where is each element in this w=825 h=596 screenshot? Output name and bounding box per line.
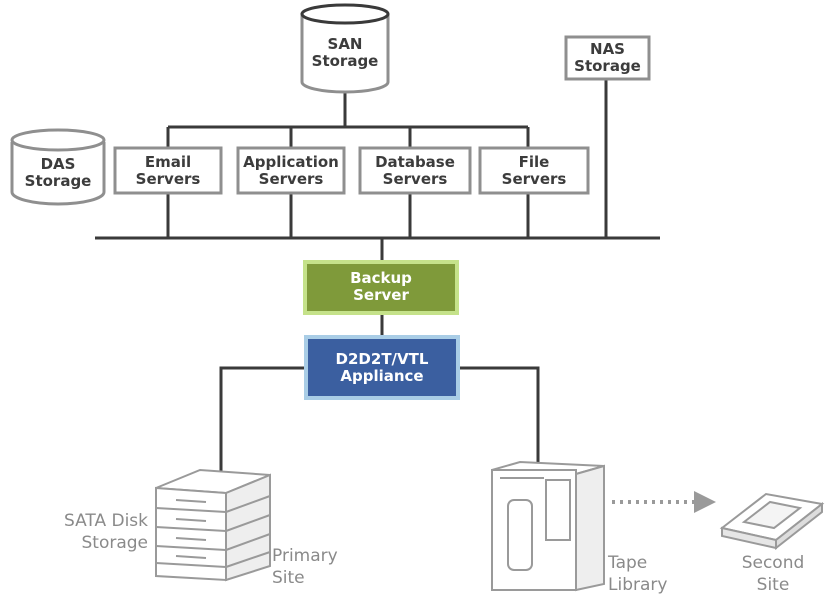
second-site-label: Second Site <box>728 552 818 596</box>
backup-line1: Backup <box>350 269 412 287</box>
database-servers-box <box>358 146 472 195</box>
appliance-line2: Appliance <box>340 367 424 385</box>
appliance-label: D2D2T/VTL Appliance <box>306 351 458 385</box>
sata-line1: SATA Disk <box>63 511 148 531</box>
file-line1: File <box>518 153 550 171</box>
file-servers-box <box>478 146 590 195</box>
das-line1: DAS <box>40 155 76 173</box>
backup-server-box <box>303 260 459 315</box>
nas-box <box>564 35 651 81</box>
sata-disk-label: SATA Disk Storage <box>30 510 148 554</box>
email-servers-label: Email Servers <box>115 154 221 188</box>
tape-link <box>458 366 540 465</box>
sata-disk-icon <box>155 468 271 582</box>
san-line2: Storage <box>311 52 379 70</box>
email-line2: Servers <box>135 170 201 188</box>
second-line2: Site <box>756 575 790 595</box>
database-line2: Servers <box>382 170 448 188</box>
appliance-line1: D2D2T/VTL <box>335 350 429 368</box>
das-storage-icon <box>10 128 106 206</box>
nas-storage-label: NAS Storage <box>566 41 649 75</box>
san-storage-icon <box>300 3 390 94</box>
appliance-box <box>304 335 460 400</box>
tape-line1: Tape <box>608 553 648 573</box>
connectors <box>95 79 660 478</box>
tape-cartridge-icon <box>719 492 825 551</box>
das-storage-label: DAS Storage <box>12 156 104 190</box>
backup-line2: Server <box>353 286 409 304</box>
tape-library-label: Tape Library <box>608 552 688 596</box>
file-servers-label: File Servers <box>480 154 588 188</box>
nas-line2: Storage <box>574 57 641 75</box>
email-servers-box <box>113 146 223 195</box>
backup-server-label: Backup Server <box>305 270 457 304</box>
database-servers-label: Database Servers <box>360 154 470 188</box>
tape-library-icon <box>491 460 605 592</box>
second-line1: Second <box>741 553 805 573</box>
primary-line2: Site <box>272 568 305 588</box>
san-line1: SAN <box>327 35 363 53</box>
nas-line1: NAS <box>590 40 625 58</box>
application-line1: Application <box>243 153 339 171</box>
das-line2: Storage <box>24 172 92 190</box>
application-line2: Servers <box>258 170 324 188</box>
email-line1: Email <box>144 153 192 171</box>
primary-line1: Primary <box>272 546 338 566</box>
tape-line2: Library <box>608 575 668 595</box>
sata-link <box>219 366 306 478</box>
san-storage-label: SAN Storage <box>302 36 388 70</box>
database-line1: Database <box>375 153 455 171</box>
offsite-arrow <box>612 491 716 513</box>
primary-site-label: Primary Site <box>272 545 352 589</box>
file-line2: Servers <box>501 170 567 188</box>
application-servers-label: Application Servers <box>238 154 344 188</box>
sata-line2: Storage <box>81 533 148 553</box>
application-servers-box <box>236 146 346 195</box>
